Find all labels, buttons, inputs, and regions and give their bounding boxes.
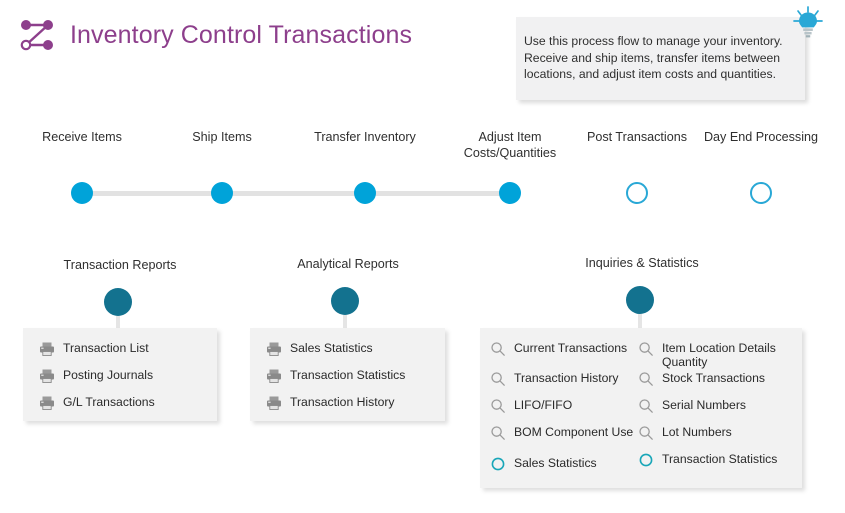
menu-item-posting-journals[interactable]: Posting Journals (39, 367, 217, 394)
printer-icon (39, 368, 55, 384)
magnifier-icon (490, 398, 506, 414)
menu-item-label: Lot Numbers (662, 425, 732, 439)
menu-column-right: Item Location Details Quantity Stock Tra… (638, 340, 796, 478)
flow-step-dot[interactable] (354, 182, 376, 204)
flow-step-adjust-item-costs-quantities[interactable]: Adjust Item Costs/Quantities (430, 130, 590, 204)
menu-item-transaction-list[interactable]: Transaction List (39, 340, 217, 367)
menu-item-label: Serial Numbers (662, 398, 746, 412)
magnifier-icon (638, 341, 654, 357)
lightbulb-icon (789, 4, 827, 40)
pin-head[interactable] (104, 288, 132, 316)
flow-step-transfer-inventory[interactable]: Transfer Inventory (285, 130, 445, 204)
flow-step-dot[interactable] (499, 182, 521, 204)
flow-step-dot[interactable] (211, 182, 233, 204)
menu-item-label: Transaction Statistics (662, 452, 778, 466)
category-inquiries-statistics: Inquiries & Statistics Current Transacti… (478, 256, 806, 491)
menu-item-label: Sales Statistics (514, 456, 597, 470)
pin-stem (343, 307, 347, 332)
flow-step-receive-items[interactable]: Receive Items (2, 130, 162, 204)
page-header: Inventory Control Transactions (16, 14, 412, 56)
menu-item-lifo-fifo[interactable]: LIFO/FIFO (490, 397, 640, 424)
printer-icon (39, 341, 55, 357)
magnifier-icon (490, 425, 506, 441)
menu-item-current-transactions[interactable]: Current Transactions (490, 340, 640, 370)
menu-item-gl-transactions[interactable]: G/L Transactions (39, 394, 217, 421)
page-title: Inventory Control Transactions (70, 20, 413, 49)
menu-item-label: LIFO/FIFO (514, 398, 573, 412)
menu-item-serial-numbers[interactable]: Serial Numbers (638, 397, 796, 424)
menu-item-label: Posting Journals (63, 368, 154, 382)
flow-step-label: Receive Items (42, 130, 122, 144)
flow-step-label: Post Transactions (586, 130, 688, 144)
flow-step-label: Ship Items (192, 130, 252, 144)
flow-step-post-transactions[interactable]: Post Transactions (557, 130, 717, 204)
pin-stem (638, 306, 642, 331)
magnifier-icon (638, 398, 654, 414)
magnifier-icon (490, 371, 506, 387)
pin-stem (116, 308, 120, 333)
menu-item-label: Current Transactions (514, 341, 628, 355)
menu-item-label: Stock Transactions (662, 371, 765, 385)
flow-step-dot[interactable] (626, 182, 648, 204)
category-title: Analytical Reports (297, 257, 399, 271)
menu-item-bom-component-use[interactable]: BOM Component Use (490, 424, 640, 451)
info-callout: Use this process flow to manage your inv… (516, 17, 805, 100)
process-flow-network-icon (16, 14, 58, 56)
flow-step-dot[interactable] (71, 182, 93, 204)
flow-step-dot[interactable] (750, 182, 772, 204)
printer-icon (266, 368, 282, 384)
category-title: Inquiries & Statistics (585, 256, 699, 270)
menu-item-sales-statistics[interactable]: Sales Statistics (266, 340, 445, 367)
menu-panel: Current Transactions Transaction History (480, 328, 802, 488)
menu-panel: Transaction List Posting Journals (23, 328, 217, 421)
printer-icon (266, 341, 282, 357)
circle-icon (638, 452, 654, 468)
flow-step-ship-items[interactable]: Ship Items (142, 130, 302, 204)
process-flow: Receive Items Ship Items Transfer Invent… (0, 130, 845, 210)
menu-item-stock-transactions[interactable]: Stock Transactions (638, 370, 796, 397)
flow-step-label: Adjust Item Costs/Quantities (463, 130, 557, 160)
menu-item-label: Item Location Details Quantity (662, 341, 776, 369)
menu-panel: Sales Statistics Transaction Statistics (250, 328, 445, 421)
magnifier-icon (490, 341, 506, 357)
flow-step-day-end-processing[interactable]: Day End Processing (681, 130, 841, 204)
pin-head[interactable] (331, 287, 359, 315)
flow-step-label: Day End Processing (703, 130, 819, 144)
circle-icon (490, 456, 506, 472)
magnifier-icon (638, 371, 654, 387)
magnifier-icon (638, 425, 654, 441)
menu-item-transaction-statistics[interactable]: Transaction Statistics (638, 451, 796, 478)
menu-item-label: Transaction History (290, 395, 395, 409)
menu-item-label: Transaction History (514, 371, 619, 385)
info-callout-text: Use this process flow to manage your inv… (524, 34, 783, 81)
menu-item-label: BOM Component Use (514, 425, 634, 439)
category-pin[interactable] (620, 286, 660, 331)
category-analytical-reports: Analytical Reports Sales Statistics (248, 257, 448, 432)
flow-connector-line (82, 191, 510, 196)
menu-item-transaction-statistics[interactable]: Transaction Statistics (266, 367, 445, 394)
menu-item-label: Transaction Statistics (290, 368, 406, 382)
menu-item-label: G/L Transactions (63, 395, 155, 409)
menu-item-lot-numbers[interactable]: Lot Numbers (638, 424, 796, 451)
printer-icon (39, 395, 55, 411)
menu-item-item-location-details-quantity[interactable]: Item Location Details Quantity (638, 340, 796, 370)
category-title: Transaction Reports (63, 258, 177, 272)
flow-step-label: Transfer Inventory (314, 130, 416, 144)
category-pin[interactable] (98, 288, 138, 333)
menu-column-left: Current Transactions Transaction History (490, 340, 640, 482)
menu-item-label: Transaction List (63, 341, 149, 355)
menu-item-transaction-history[interactable]: Transaction History (490, 370, 640, 397)
menu-item-transaction-history[interactable]: Transaction History (266, 394, 445, 421)
category-transaction-reports: Transaction Reports Transaction List (20, 258, 220, 433)
category-pin[interactable] (325, 287, 365, 332)
menu-item-label: Sales Statistics (290, 341, 373, 355)
pin-head[interactable] (626, 286, 654, 314)
menu-item-sales-statistics[interactable]: Sales Statistics (490, 455, 640, 482)
printer-icon (266, 395, 282, 411)
